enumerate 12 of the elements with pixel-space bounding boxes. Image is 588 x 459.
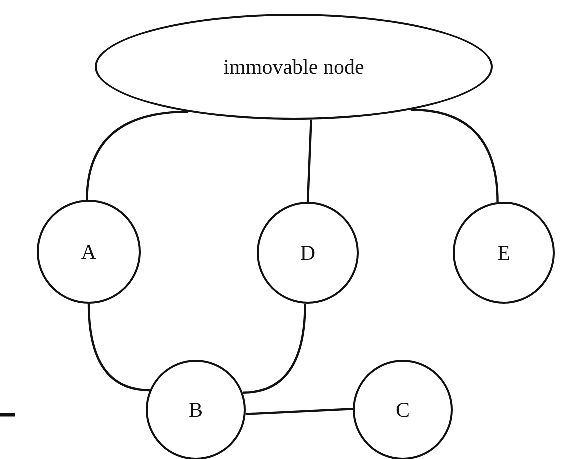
connector-line bbox=[242, 304, 306, 394]
node-label: B bbox=[188, 398, 203, 422]
node-label: C bbox=[396, 398, 410, 422]
connector-line bbox=[306, 120, 312, 202]
connector-line bbox=[410, 108, 499, 202]
node-label: D bbox=[300, 240, 316, 266]
connector-line bbox=[88, 304, 150, 392]
node-label: E bbox=[498, 240, 510, 266]
node-label: immovable node bbox=[224, 54, 364, 80]
connector-line bbox=[86, 110, 189, 200]
node-label: A bbox=[81, 240, 97, 264]
connector-line bbox=[246, 408, 354, 416]
